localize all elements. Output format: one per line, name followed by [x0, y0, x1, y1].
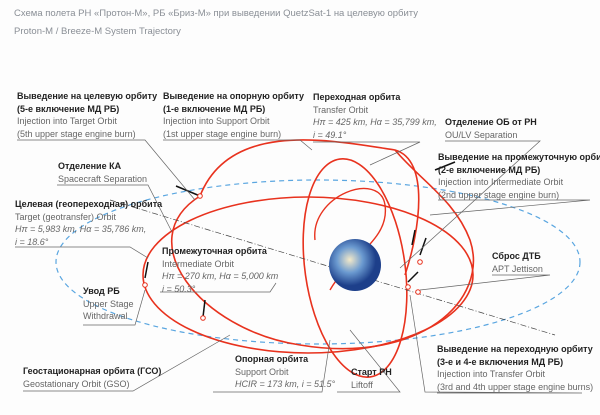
label-en: Injection into Intermediate Orbit [438, 177, 564, 187]
label-ru: Опорная орбита [235, 354, 309, 364]
label-en: Injection into Target Orbit [17, 116, 117, 126]
label-transfer-injection: Выведение на переходную орбиту (3-е и 4-е… [437, 343, 593, 393]
gso-orbit [55, 179, 581, 345]
label-ru: Переходная орбита [313, 92, 401, 102]
label-ru: (3-е и 4-е включения МД РБ) [437, 356, 564, 367]
label-en: (5th upper stage engine burn) [17, 128, 136, 139]
label-ru: (2-е включение МД РБ) [438, 164, 541, 175]
label-en: Upper Stage [83, 298, 134, 309]
label-params: i = 18.6° [15, 236, 49, 247]
label-ru: Геостационарная орбита (ГСО) [23, 366, 162, 376]
label-ru: Выведение на переходную орбиту [437, 344, 593, 354]
intermediate-orbit [142, 196, 474, 354]
label-apt-jettison: Сброс ДТБ APT Jettison [492, 250, 543, 275]
title-en: Proton-M / Breeze-M System Trajectory [14, 26, 181, 37]
label-en: (1st upper stage engine burn) [163, 128, 282, 139]
label-target-injection: Выведение на целевую орбиту (5-е включени… [17, 90, 157, 140]
label-en: Injection into Support Orbit [163, 116, 270, 126]
label-ou-separation: Отделение ОБ от РН OU/LV Separation [445, 116, 537, 141]
label-support-injection: Выведение на опорную орбиту (1-е включени… [163, 90, 304, 140]
transfer-orbit [199, 139, 420, 276]
label-en: Injection into Transfer Orbit [437, 369, 546, 379]
label-en: Withdrawal [83, 311, 128, 321]
thrust-arrows [144, 161, 456, 318]
label-ru: Отделение КА [58, 161, 122, 171]
label-ru: Старт РН [351, 367, 392, 377]
label-en: Support Orbit [235, 366, 289, 377]
label-ru: Увод РБ [83, 286, 120, 296]
label-ru: Выведение на промежуточную орбиту [438, 152, 600, 162]
label-en: Liftoff [351, 379, 373, 390]
target-orbit [170, 149, 475, 350]
label-liftoff: Старт РН Liftoff [351, 366, 392, 391]
label-en: Target (geotransfer) Orbit [15, 211, 117, 222]
burn-points [142, 193, 423, 321]
label-ru: Промежуточная орбита [162, 246, 267, 256]
leader-lines [15, 139, 591, 394]
title-ru: Схема полета РН «Протон-М», РБ «Бриз-М» … [14, 8, 418, 19]
label-ru: (1-е включение МД РБ) [163, 103, 266, 114]
label-ru: Целевая (геопереходная) орбита [15, 199, 163, 209]
label-gso: Геостационарная орбита (ГСО) Geostationar… [23, 365, 161, 390]
label-params: Hπ = 5,983 km, Hα = 35,786 km, [15, 224, 147, 234]
label-ru: Сброс ДТБ [492, 251, 541, 261]
label-ru: (5-е включение МД РБ) [17, 103, 120, 114]
label-params: Hπ = 425 km, Hα = 35,799 km, [313, 117, 437, 127]
support-orbit [302, 158, 408, 378]
label-en: (2nd upper stage engine burn) [438, 189, 560, 200]
label-en: APT Jettison [492, 263, 543, 274]
label-en: OU/LV Separation [445, 129, 518, 140]
label-en: Intermediate Orbit [162, 258, 235, 269]
label-params: Hπ = 270 km, Hα = 5,000 km [162, 271, 279, 281]
label-intermediate-injection: Выведение на промежуточную орбиту (2-е вк… [438, 151, 600, 201]
earth [329, 239, 381, 291]
label-en: (3rd and 4th upper stage engine burns) [437, 381, 594, 392]
label-ru: Отделение ОБ от РН [445, 117, 537, 127]
label-ru: Выведение на опорную орбиту [163, 91, 305, 101]
label-params: i = 50.3° [162, 283, 196, 294]
label-en: Transfer Orbit [313, 104, 369, 115]
label-ru: Выведение на целевую орбиту [17, 91, 158, 101]
label-en: Geostationary Orbit (GSO) [23, 378, 130, 389]
label-params: i = 49.1° [313, 129, 347, 140]
label-params: HCIR = 173 km, i = 51.5° [235, 379, 336, 389]
label-en: Spacecraft Separation [58, 173, 148, 184]
label-sc-separation: Отделение КА Spacecraft Separation [58, 160, 147, 185]
